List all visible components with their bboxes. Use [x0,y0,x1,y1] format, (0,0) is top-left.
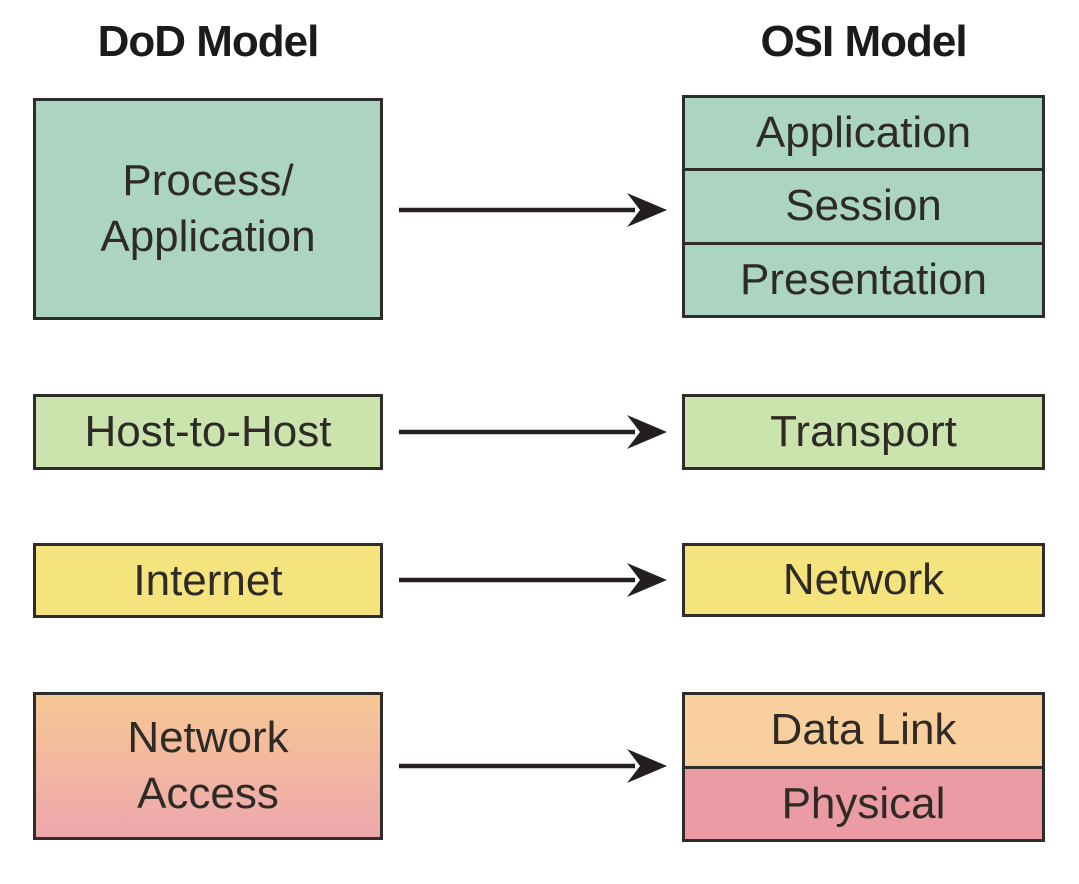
osi-layer-physical: Physical [685,765,1042,839]
dod-layer-host-to-host: Host-to-Host [33,394,383,470]
osi-layer-presentation: Presentation [685,241,1042,315]
arrow-internet-to-network-icon [399,563,667,597]
dod-layer-network-access: Network Access [33,692,383,840]
arrow-process-application-to-osi-upper-icon [399,193,667,227]
arrow-head [627,193,667,227]
osi-layer-transport-label: Transport [770,407,957,456]
arrow-head [627,749,667,783]
dod-layer-process-application-label: Process/ Application [100,156,316,261]
osi-layer-network: Network [682,543,1045,617]
arrow-head [627,415,667,449]
dod-model-title: DoD Model [97,17,320,66]
osi-layer-data-link: Data Link [685,695,1042,766]
osi-layer-session-label: Session [785,181,942,231]
dod-layer-internet: Internet [33,543,383,618]
osi-upper-layers-stack: Application Session Presentation [682,95,1045,318]
osi-layer-transport: Transport [682,394,1045,470]
osi-layer-application-label: Application [755,108,972,158]
osi-layer-presentation-label: Presentation [739,254,988,304]
osi-layer-physical-label: Physical [781,778,946,828]
dod-layer-process-application: Process/ Application [33,98,383,320]
arrow-head [627,563,667,597]
arrow-host-to-host-to-transport-icon [399,415,667,449]
osi-layer-data-link-label: Data Link [770,705,957,755]
osi-model-title: OSI Model [760,17,967,66]
osi-layer-session: Session [685,168,1042,242]
osi-layer-network-label: Network [782,555,945,604]
dod-layer-host-to-host-label: Host-to-Host [84,407,332,456]
osi-layer-application: Application [685,98,1042,169]
dod-layer-internet-label: Internet [133,555,283,605]
arrow-network-access-to-osi-lower-icon [399,749,667,783]
osi-lower-layers-stack: Data Link Physical [682,692,1045,842]
dod-layer-network-access-label: Network Access [127,713,289,818]
